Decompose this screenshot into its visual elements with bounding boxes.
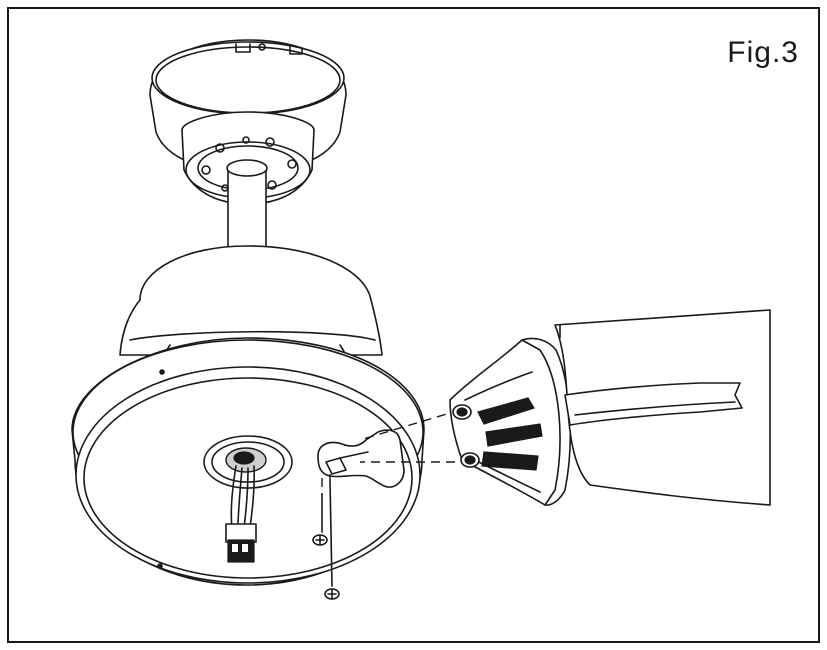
canopy-cup [181, 111, 315, 205]
blade-arm-slot [317, 429, 405, 488]
blade-arm [449, 337, 572, 506]
figure-label: Fig.3 [727, 36, 799, 69]
fan-blade [554, 309, 771, 506]
screw-lower [324, 479, 340, 600]
screw-upper [312, 493, 328, 546]
motor-housing [119, 245, 383, 381]
downrod [226, 159, 268, 249]
wire-connector [225, 523, 257, 563]
alignment-lines [321, 409, 470, 494]
